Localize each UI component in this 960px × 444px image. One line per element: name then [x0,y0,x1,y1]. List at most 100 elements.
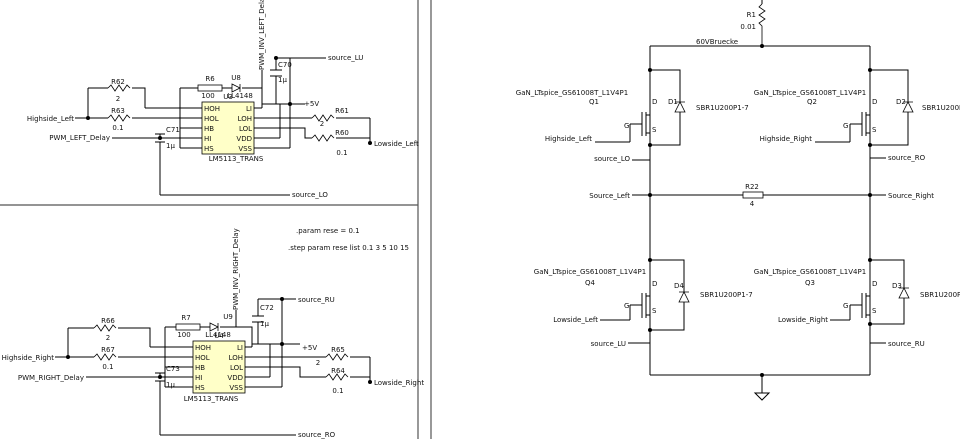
q2-diode-ref: D2 [896,98,906,106]
pin-label: LI [246,105,252,113]
junction-dot [648,143,652,147]
q4-pin-s: S [652,307,657,315]
driver-right-ic-ref: U4 [214,332,224,340]
pin-label: VSS [229,384,243,392]
resistor-r62-symbol [107,84,131,92]
transistor-q3: GaN_LTspice_GS61008T_L1V4P1 Q3 D3 SBR1U2… [754,258,960,348]
resistor-r1-ref: R1 [747,11,756,19]
resistor-r7-value: 100 [177,331,190,339]
resistor-r7-symbol [175,323,201,331]
net-label-source-ro-driver: source_RO [298,431,336,439]
resistor-r22-value: 4 [750,200,755,208]
diode-u9-part: LL4148 [205,331,231,339]
q3-ref: Q3 [805,279,815,287]
resistor-r60-symbol [311,134,335,142]
resistor-r66-ref: R66 [101,317,115,325]
net-label-lowside-right: Lowside_Right [374,379,424,387]
net-label-pwm-left: PWM_LEFT_Delay [49,134,110,142]
diode-d2-symbol [902,101,914,113]
pin-label: LOL [239,125,252,133]
net-label-pwm-inv-left: PWM_INV_LEFT_Delay [258,0,266,70]
q4-diode-part: SBR1U200P1-7 [700,291,753,299]
net-label-5v-right: +5V [302,344,317,352]
diode-u8-part: LL4148 [227,92,253,100]
ground-symbol [753,375,771,401]
pin-label: VSS [238,145,252,153]
cap-c70-value: 1µ [278,76,287,84]
resistor-r61-value: 2 [320,120,324,128]
q1-diode-ref: D1 [668,98,678,106]
diode-u9-ref: U9 [223,313,233,321]
resistor-r62-value: 2 [116,95,120,103]
q3-diode-part: SBR1U200P1-7 [920,291,960,299]
pin-label: HI [204,135,211,143]
driver-left-ic-body [201,101,255,155]
resistor-r65-symbol [325,353,349,361]
q1-diode-part: SBR1U200P1-7 [696,104,749,112]
q1-pin-d: D [652,98,657,106]
resistor-r65-ref: R65 [331,346,345,354]
q1-pin-g: G [624,122,629,130]
resistor-r64-value: 0.1 [332,387,343,395]
pin-label: HS [195,384,205,392]
resistor-r1-symbol [758,3,766,46]
cap-c71-ref: C71 [166,126,180,134]
driver-left-ic-part: LM5113_TRANS [209,155,264,163]
q2-pin-d: D [872,98,877,106]
q4-pin-d: D [652,280,657,288]
resistor-r60-value: 0.1 [336,149,347,157]
junction-dot [648,328,652,332]
transistor-q4: GaN_LTspice_GS61008T_L1V4P1 Q4 D4 SBR1U2… [534,258,753,348]
cap-c70-ref: C70 [278,61,292,69]
resistor-r60-ref: R60 [335,129,349,137]
net-label-source-right: Source_Right [888,192,934,200]
driver-right-ic-body [192,340,246,394]
cap-c72-value: 1µ [260,320,269,328]
net-label-source-left: Source_Left [589,192,630,200]
resistor-r62-ref: R62 [111,78,125,86]
junction-dot [274,56,278,60]
resistor-r22-symbol [742,191,764,199]
spice-param-directive: .param rese = 0.1 [296,227,360,235]
pin-label: HB [195,364,205,372]
q3-diode-ref: D3 [892,282,902,290]
pin-label: LOH [238,115,252,123]
resistor-r63-symbol [107,114,131,122]
h-bridge: R1 0.01 60VBruecke R22 4 Source_Left Sou… [516,0,960,401]
junction-dot [868,68,872,72]
junction-dot [868,258,872,262]
resistor-r66-symbol [93,324,117,332]
q1-ref: Q1 [589,98,599,106]
resistor-r63-value: 0.1 [112,124,123,132]
pin-label: HOH [195,344,211,352]
q2-gate-net: Highside_Right [760,135,813,143]
q4-ref: Q4 [585,279,596,287]
resistor-r6-symbol [197,84,223,92]
q1-gate-net: Highside_Left [545,135,592,143]
pin-label: HOL [195,354,210,362]
q3-pin-s: S [872,307,877,315]
net-label-source-ru-driver: source_RU [298,296,335,304]
net-label-source-lu-driver: source_LU [328,54,363,62]
net-label-lowside-left: Lowside_Left [374,140,419,148]
junction-dot [288,102,292,106]
driver-left: U3 LM5113_TRANS HOH HOL HB HI HS LI LOH … [27,0,419,199]
pin-label: HOH [204,105,220,113]
q3-gate-net: Lowside_Right [778,316,828,324]
diode-u8-symbol [231,83,241,93]
junction-dot [868,143,872,147]
junction-dot [648,258,652,262]
pin-label: VDD [227,374,243,382]
junction-dot [280,342,284,346]
net-label-highside-right: Highside_Right [2,354,55,362]
junction-dot [368,380,372,384]
q3-pin-d: D [872,280,877,288]
net-label-pwm-inv-right: PWM_INV_RIGHT_Delay [232,228,240,310]
cap-c71-value: 1µ [166,142,175,150]
q3-source-net: source_RU [888,340,925,348]
pin-label: HI [195,374,202,382]
resistor-r7-ref: R7 [181,314,190,322]
q1-source-net: source_LO [594,155,630,163]
